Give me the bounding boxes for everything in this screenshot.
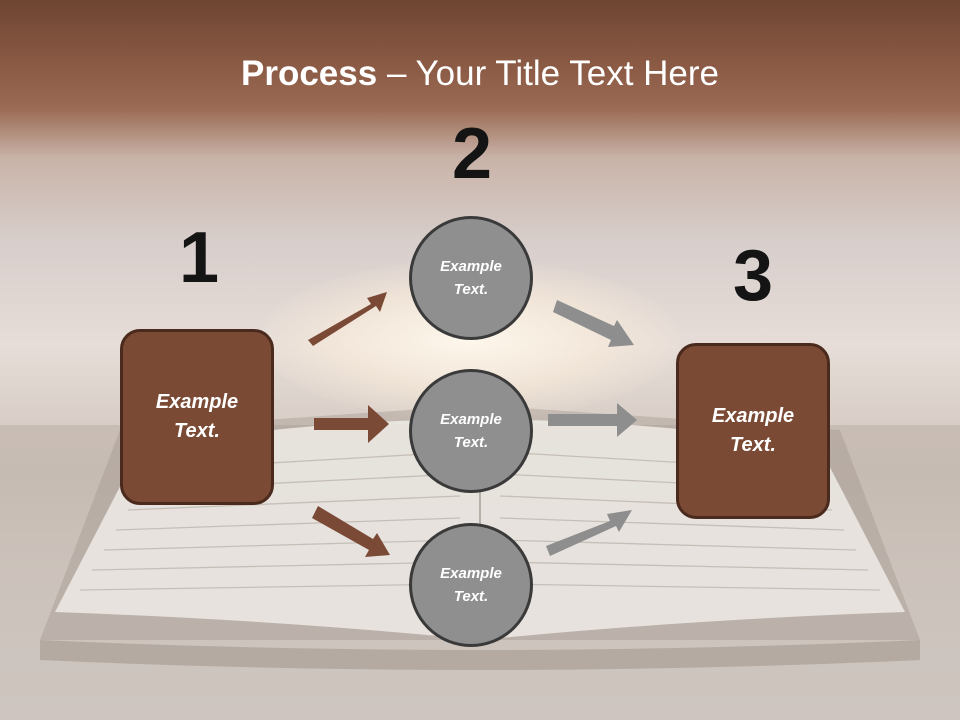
step-number-2: 2 xyxy=(451,114,493,194)
step-2-circle-middle: Example Text. xyxy=(409,369,533,493)
step-3-box: Example Text. xyxy=(676,343,830,519)
arrow-right-icon xyxy=(314,405,389,443)
step-number-3: 3 xyxy=(732,236,774,316)
slide-title: Process – Your Title Text Here xyxy=(0,52,960,96)
arrow-right-up-icon xyxy=(546,510,632,556)
step-number-1: 1 xyxy=(178,218,220,298)
arrow-right-icon xyxy=(548,403,637,437)
arrow-right-down-icon xyxy=(553,300,634,347)
step-2-circle-top: Example Text. xyxy=(409,216,533,340)
arrow-right-down-icon xyxy=(312,506,390,557)
step-1-box: Example Text. xyxy=(120,329,274,505)
step-2-circle-bottom: Example Text. xyxy=(409,523,533,647)
title-bold: Process xyxy=(241,54,378,93)
arrow-right-up-icon xyxy=(308,292,387,346)
title-rest: – Your Title Text Here xyxy=(377,54,719,93)
